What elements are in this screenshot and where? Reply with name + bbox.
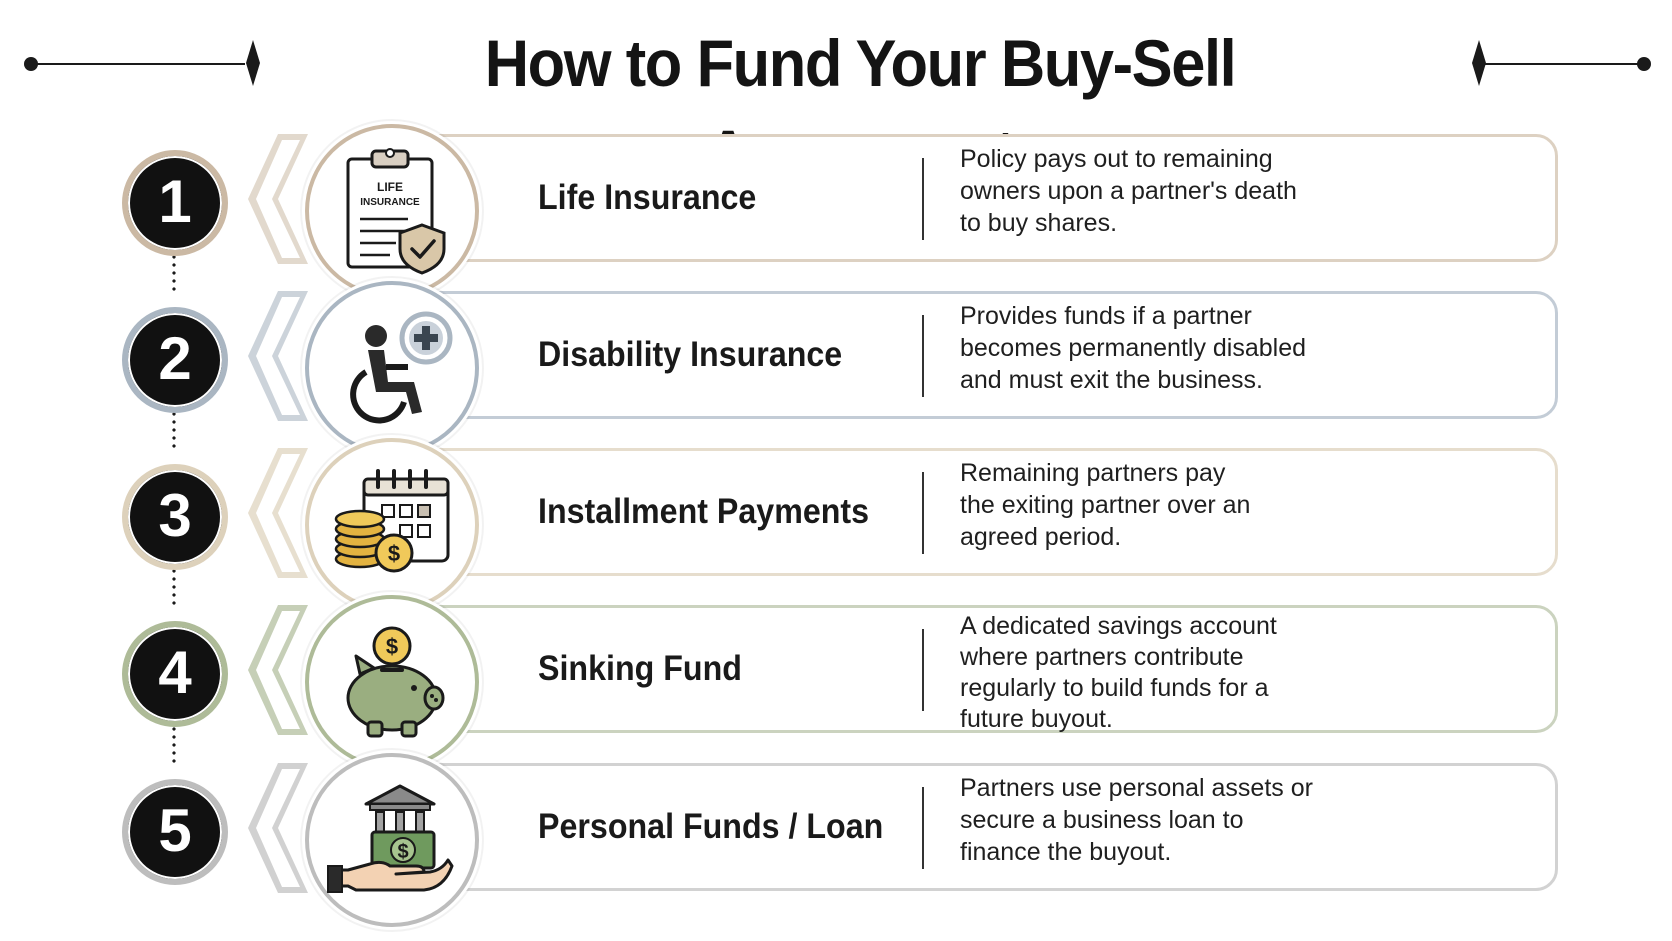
diamond-right-icon <box>1472 40 1486 86</box>
description-line: owners upon a partner's death <box>960 177 1297 205</box>
title-bar: How to Fund Your Buy-Sell Agreement <box>0 0 1672 190</box>
chevron-icon <box>248 605 308 735</box>
connector-dots <box>172 567 176 605</box>
calendar-coins-icon: $ <box>334 469 450 573</box>
title-dot-right <box>1637 57 1651 71</box>
item-card <box>355 763 1558 891</box>
icon-circle: $ <box>305 753 479 927</box>
description-line: becomes permanently disabled <box>960 334 1307 362</box>
divider <box>922 472 924 554</box>
chevron-icon <box>248 448 308 578</box>
wheelchair-plus-icon <box>350 311 453 424</box>
item-description: Provides funds if a partner becomes perm… <box>960 300 1380 396</box>
step-number: 1 <box>122 150 228 256</box>
page-title: How to Fund Your Buy-Sell Agreement <box>484 26 1237 190</box>
step-number: 2 <box>122 307 228 413</box>
step-number: 5 <box>122 779 228 885</box>
title-line-right <box>1480 63 1640 65</box>
diamond-left-icon <box>246 40 260 86</box>
item-label: Installment Payments <box>538 492 870 531</box>
item-description: Policy pays out to remaining owners upon… <box>960 143 1380 239</box>
description-line: Provides funds if a partner <box>960 302 1252 330</box>
item-label: Disability Insurance <box>538 335 843 374</box>
divider <box>922 158 924 240</box>
icon-circle: $ <box>305 595 479 769</box>
chevron-icon <box>248 134 308 264</box>
list-item-disability-insurance: 2 Disability Insurance Provides funds if… <box>0 281 1672 455</box>
description-line: finance the buyout. <box>960 838 1172 866</box>
divider <box>922 787 924 869</box>
description-line: future buyout. <box>960 705 1113 733</box>
description-line: the exiting partner over an <box>960 491 1251 519</box>
svg-text:$: $ <box>388 541 400 566</box>
connector-dots <box>172 725 176 763</box>
item-card <box>355 291 1558 419</box>
clipboard-shield-icon: LIFE INSURANCE <box>346 148 446 275</box>
list-item-personal-funds-loan: $ 5 Personal Funds / Loan Partners use p… <box>0 753 1672 927</box>
chevron-icon <box>248 291 308 421</box>
divider <box>922 315 924 397</box>
description-line: Remaining partners pay <box>960 459 1226 487</box>
item-label: Life Insurance <box>538 178 757 217</box>
bank-hand-cash-icon: $ <box>327 784 454 893</box>
connector-dots <box>172 253 176 291</box>
icon-circle <box>305 281 479 455</box>
item-card <box>355 605 1558 733</box>
description-line: secure a business loan to <box>960 806 1244 834</box>
description-line: Partners use personal assets or <box>960 774 1313 802</box>
item-card <box>355 448 1558 576</box>
svg-text:$: $ <box>386 634 398 659</box>
item-label: Personal Funds / Loan <box>538 807 884 846</box>
description-line: to buy shares. <box>960 209 1118 237</box>
svg-text:LIFE: LIFE <box>377 180 403 194</box>
svg-text:INSURANCE: INSURANCE <box>360 197 420 208</box>
svg-text:$: $ <box>397 841 408 863</box>
item-label: Sinking Fund <box>538 649 742 688</box>
description-line: agreed period. <box>960 523 1122 551</box>
item-card <box>355 134 1558 262</box>
description-line: A dedicated savings account <box>960 612 1277 640</box>
step-number: 3 <box>122 464 228 570</box>
step-number: 4 <box>122 621 228 727</box>
chevron-icon <box>248 763 308 893</box>
description-line: where partners contribute <box>960 643 1244 671</box>
icon-circle: $ <box>305 438 479 612</box>
item-description: Remaining partners pay the exiting partn… <box>960 457 1380 553</box>
divider <box>922 629 924 711</box>
icon-circle: LIFE INSURANCE <box>305 124 479 298</box>
description-line: Policy pays out to remaining <box>960 145 1273 173</box>
list-item-installment-payments: $ 3 Installment Payments Remaining partn… <box>0 438 1672 612</box>
list-item-sinking-fund: $ 4 Sinking Fund A dedicated savings acc… <box>0 595 1672 769</box>
title-line-left <box>30 63 245 65</box>
description-line: and must exit the business. <box>960 366 1263 394</box>
connector-dots <box>172 410 176 448</box>
item-description: Partners use personal assets or secure a… <box>960 772 1380 868</box>
description-line: regularly to build funds for a <box>960 674 1269 702</box>
piggy-bank-icon: $ <box>346 626 445 738</box>
list-item-life-insurance: LIFE INSURANCE 1 Life Insurance Policy p… <box>0 124 1672 298</box>
item-description: A dedicated savings account where partne… <box>960 611 1380 735</box>
